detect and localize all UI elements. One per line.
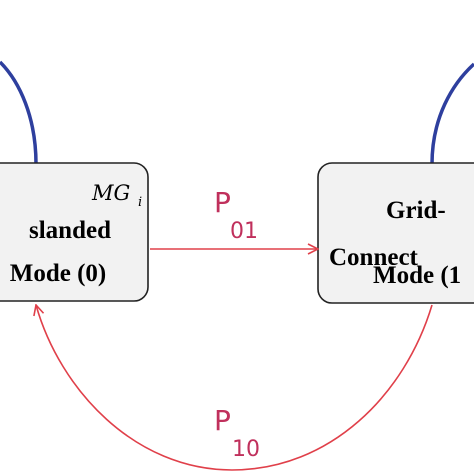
state-box-left: [0, 162, 149, 302]
state-box-right: [317, 162, 474, 304]
state-islanded-mode: slanded Mode (0) MG i: [0, 162, 149, 302]
state-right-line3: Mode (1: [373, 262, 461, 289]
state-right-line2: Connect: [329, 244, 419, 271]
microgrid-label-subscript: i: [138, 195, 142, 210]
transition-arrow-backward: [36, 305, 433, 471]
transition-label-forward-subscript: 01: [230, 219, 258, 244]
transition-label-backward-subscript: 10: [232, 437, 260, 462]
right-self-loop: [430, 62, 474, 165]
state-grid-connected-mode: Grid- Connect Mode (1: [317, 162, 474, 304]
state-left-line1: slanded: [29, 217, 111, 244]
transition-label-forward: P: [214, 186, 231, 219]
transition-label-backward: P: [214, 404, 231, 437]
state-right-line1: Grid-: [386, 197, 446, 224]
microgrid-label: MG: [91, 181, 130, 205]
left-self-loop: [0, 60, 38, 165]
state-left-line2: Mode (0): [10, 260, 107, 287]
